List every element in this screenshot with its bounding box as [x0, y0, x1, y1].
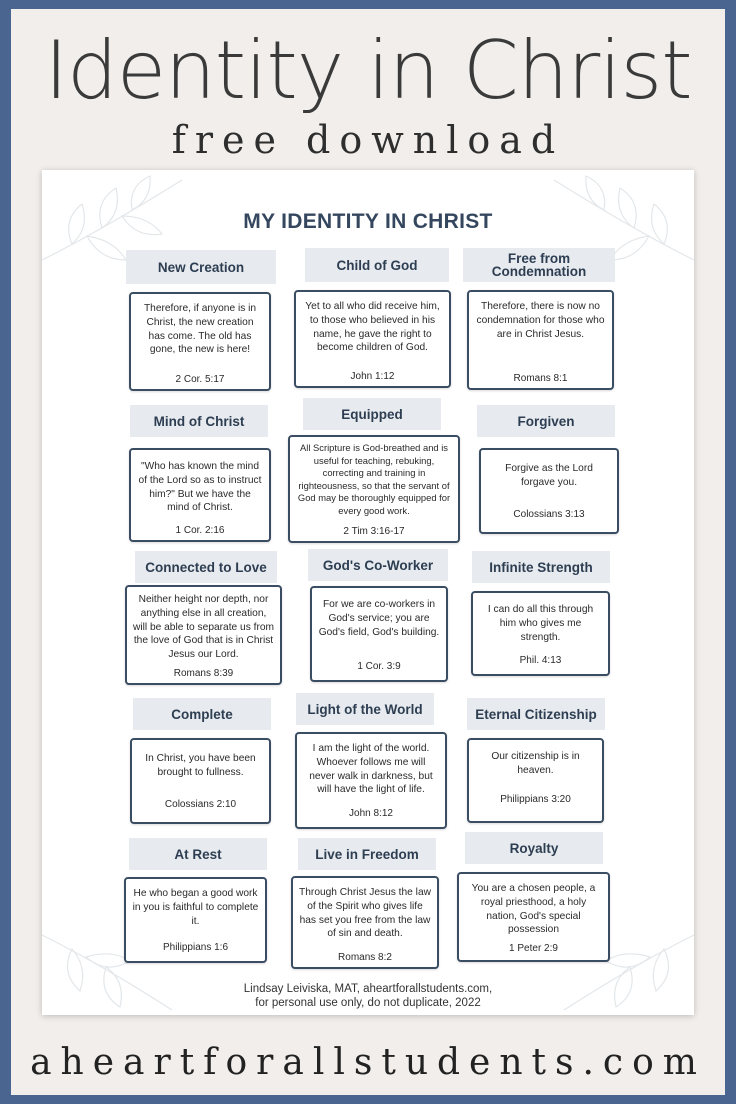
label-equipped: Equipped — [303, 398, 441, 430]
label-connected-to-love: Connected to Love — [135, 551, 277, 583]
verse-text: He who began a good work in you is faith… — [132, 888, 259, 927]
label-child-of-god: Child of God — [305, 248, 449, 282]
verse-card-mind-of-christ: "Who has known the mind of the Lord so a… — [129, 448, 271, 542]
verse-text: You are a chosen people, a royal priesth… — [471, 883, 596, 936]
credit-line-2: for personal use only, do not duplicate,… — [255, 997, 481, 1009]
verse-reference: 2 Tim 3:16-17 — [343, 526, 405, 537]
credit-line-1: Lindsay Leiviska, MAT, aheartforallstude… — [243, 983, 493, 995]
verse-reference: Romans 8:39 — [173, 668, 234, 679]
verse-text: I am the light of the world. Whoever fol… — [309, 743, 433, 796]
verse-text: Therefore, there is now no condemnation … — [476, 301, 605, 340]
page-title: Identity in Christ — [44, 24, 692, 117]
verse-reference: 1 Cor. 3:9 — [357, 661, 401, 672]
verse-reference: 1 Peter 2:9 — [509, 943, 558, 954]
label-forgiven: Forgiven — [477, 405, 615, 437]
label-light-of-the-world: Light of the World — [296, 693, 434, 725]
verse-reference: 2 Cor. 5:17 — [175, 374, 225, 385]
verse-text: In Christ, you have been brought to full… — [145, 753, 256, 778]
verse-reference: Colossians 2:10 — [164, 799, 237, 810]
verse-text: "Who has known the mind of the Lord so a… — [138, 461, 262, 514]
verse-card-new-creation: Therefore, if anyone is in Christ, the n… — [129, 292, 271, 391]
verse-card-connected-to-love: Neither height nor depth, nor anything e… — [125, 585, 282, 685]
verse-card-free-from-condemnation: Therefore, there is now no condemnation … — [467, 290, 614, 390]
verse-card-complete: In Christ, you have been brought to full… — [130, 738, 271, 824]
verse-reference: Colossians 3:13 — [513, 509, 585, 520]
label-complete: Complete — [133, 698, 271, 730]
verse-reference: Romans 8:2 — [338, 952, 392, 963]
verse-text: Therefore, if anyone is in Christ, the n… — [143, 303, 257, 356]
verse-text: Yet to all who did receive him, to those… — [305, 301, 440, 354]
worksheet-title: MY IDENTITY IN CHRIST — [243, 210, 493, 233]
verse-text: Neither height nor depth, nor anything e… — [133, 594, 274, 661]
credit-text: Lindsay Leiviska, MAT, aheartforallstude… — [42, 982, 694, 1010]
verse-reference: 1 Cor. 2:16 — [175, 525, 225, 536]
label-royalty: Royalty — [465, 832, 603, 864]
verse-text: Forgive as the Lord forgave you. — [505, 463, 593, 488]
verse-text: I can do all this through him who gives … — [487, 604, 594, 643]
verse-text: Through Christ Jesus the law of the Spir… — [299, 887, 431, 940]
verse-card-gods-co-worker: For we are co-workers in God's service; … — [310, 586, 448, 682]
verse-text: For we are co-workers in God's service; … — [318, 599, 440, 638]
label-new-creation: New Creation — [126, 250, 276, 284]
verse-reference: John 1:12 — [350, 371, 395, 382]
website-url: aheartforallstudents.com — [30, 1042, 706, 1083]
label-live-in-freedom: Live in Freedom — [298, 838, 436, 870]
verse-card-light-of-the-world: I am the light of the world. Whoever fol… — [295, 732, 447, 829]
worksheet: MY IDENTITY IN CHRIST New Creation There… — [42, 170, 694, 1015]
verse-text: Our citizenship is in heaven. — [491, 751, 580, 776]
label-infinite-strength: Infinite Strength — [472, 551, 610, 583]
label-mind-of-christ: Mind of Christ — [130, 405, 268, 437]
verse-text: All Scripture is God-breathed and is use… — [297, 442, 451, 516]
verse-card-infinite-strength: I can do all this through him who gives … — [471, 591, 610, 676]
verse-card-at-rest: He who began a good work in you is faith… — [124, 877, 267, 963]
leaf-icon — [553, 175, 694, 261]
verse-reference: Romans 8:1 — [513, 373, 568, 384]
verse-card-equipped: All Scripture is God-breathed and is use… — [288, 435, 460, 543]
verse-reference: Philippians 3:20 — [500, 794, 571, 805]
verse-reference: John 8:12 — [349, 808, 393, 819]
verse-card-forgiven: Forgive as the Lord forgave you. Colossi… — [479, 448, 619, 534]
label-eternal-citizenship: Eternal Citizenship — [467, 698, 605, 730]
verse-card-live-in-freedom: Through Christ Jesus the law of the Spir… — [291, 876, 439, 969]
verse-card-child-of-god: Yet to all who did receive him, to those… — [294, 290, 451, 388]
label-at-rest: At Rest — [129, 838, 267, 870]
verse-card-royalty: You are a chosen people, a royal priesth… — [457, 872, 610, 962]
label-gods-co-worker: God's Co-Worker — [308, 549, 448, 581]
verse-reference: Phil. 4:13 — [519, 655, 562, 666]
label-free-from-condemnation: Free from Condemnation — [463, 248, 615, 282]
verse-reference: Philippians 1:6 — [162, 942, 229, 953]
verse-card-eternal-citizenship: Our citizenship is in heaven. Philippian… — [467, 738, 604, 823]
page-subtitle: free download — [171, 118, 565, 162]
